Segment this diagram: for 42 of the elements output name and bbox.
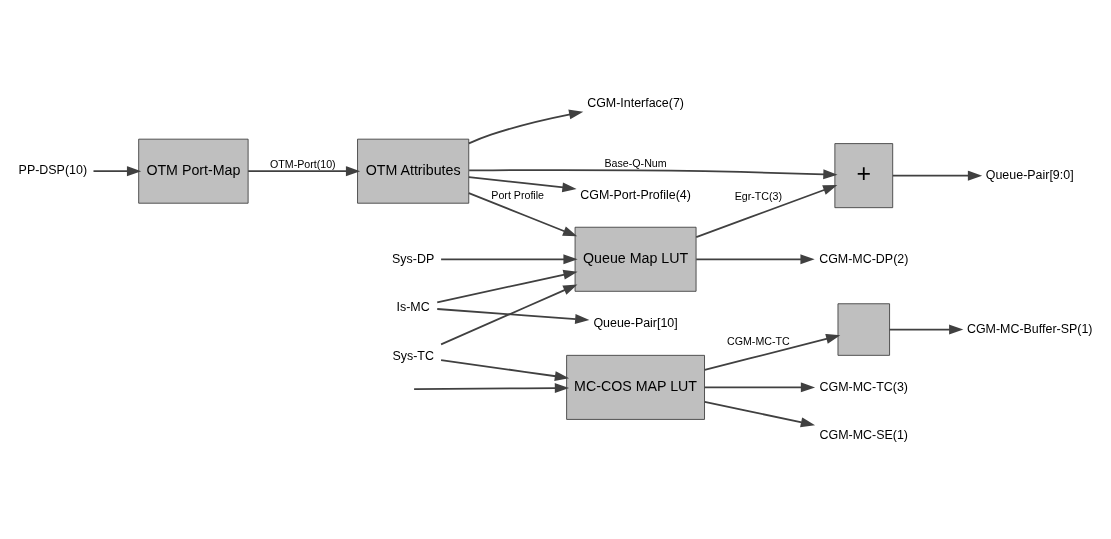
node-box: MC-COS MAP LUT <box>566 354 705 420</box>
node-text: CGM-Port-Profile(4) <box>580 187 691 202</box>
node-text: Is-MC <box>396 299 430 314</box>
arrow <box>468 169 838 180</box>
arrow <box>92 166 142 177</box>
node-text: CGM-MC-Buffer-SP(1) <box>966 321 1093 336</box>
node-box: Queue Map LUT <box>574 226 697 292</box>
node-text: CGM-Interface(7) <box>587 95 684 110</box>
node-text: Sys-TC <box>392 348 434 363</box>
arrow <box>440 284 578 346</box>
arrow <box>440 254 578 265</box>
edge-label: Base-Q-Num <box>604 157 667 170</box>
node-box: OTM Attributes <box>357 138 470 204</box>
edge-label: Egr-TC(3) <box>734 190 783 203</box>
node-text: Queue-Pair[10] <box>593 315 678 330</box>
arrow <box>247 166 361 177</box>
node-text: Queue-Pair[9:0] <box>985 167 1074 182</box>
arrow <box>703 334 841 371</box>
arrow <box>695 185 838 239</box>
edge-label: CGM-MC-TC <box>726 335 790 348</box>
arrow <box>468 109 584 145</box>
node-box <box>837 303 891 356</box>
node-text: CGM-MC-DP(2) <box>819 251 909 266</box>
arrow <box>436 308 590 324</box>
arrow <box>413 383 570 394</box>
edge-label: OTM-Port(10) <box>269 158 336 171</box>
arrow <box>436 269 578 304</box>
arrow <box>440 359 570 382</box>
arrow <box>695 254 815 265</box>
arrow <box>703 382 816 393</box>
arrow <box>888 324 964 335</box>
node-box: + <box>834 143 894 209</box>
arrow <box>467 176 577 193</box>
node-box: OTM Port-Map <box>138 138 249 204</box>
edge-label: Port Profile <box>491 189 545 202</box>
node-text: Sys-DP <box>392 251 435 266</box>
node-text: PP-DSP(10) <box>18 163 88 178</box>
arrow <box>892 170 983 181</box>
arrow <box>467 192 578 237</box>
arrow <box>703 401 816 428</box>
node-text: CGM-MC-TC(3) <box>819 379 908 394</box>
node-text: CGM-MC-SE(1) <box>819 427 908 442</box>
